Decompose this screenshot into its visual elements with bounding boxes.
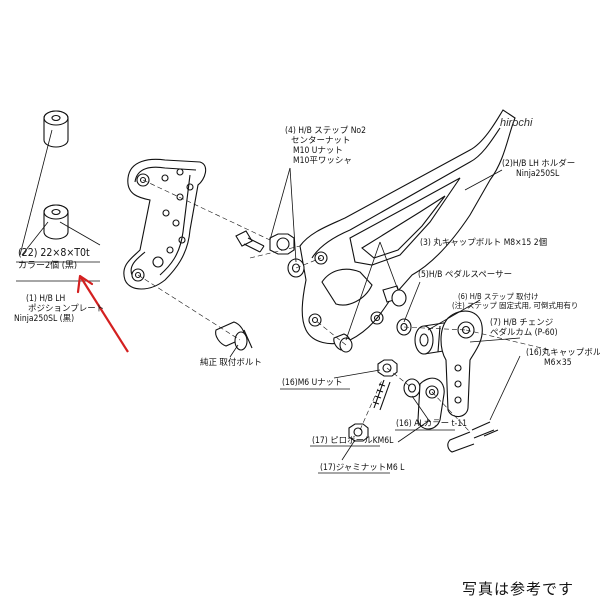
pedal-cam: [440, 310, 483, 418]
pillow-ball: [417, 377, 445, 430]
reference-photo-note: 写真は参考です: [462, 580, 575, 598]
jam-nut: [348, 423, 369, 442]
label-cap-bolt-m6: (16)丸キャップボルト M6×35: [526, 348, 600, 368]
label-center-nut: (4) H/B ステップ No2 センターナット M10 Uナット M10平ワッ…: [285, 126, 366, 166]
label-pedal-spacer: (5)H/B ペダルスペーサー: [418, 270, 513, 280]
plate-bolt: [235, 230, 265, 253]
label-jam-nut: (17)ジャミナットM6 L: [320, 463, 405, 473]
center-nut: [269, 233, 295, 255]
position-plate: [123, 158, 207, 290]
axis-lines: [137, 179, 551, 433]
label-u-nut: (16)M6 Uナット: [282, 378, 343, 388]
holder-plate: [299, 109, 516, 345]
label-al-collar: (16) ALカラー t-11: [396, 419, 468, 429]
threaded-rod: [372, 379, 391, 411]
stock-bolt: [215, 321, 253, 351]
collar-lower: [43, 204, 69, 240]
collar-upper: [43, 110, 69, 148]
u-nut-m6: [377, 359, 398, 377]
underlines: [16, 261, 455, 474]
label-stock-bolt: 純正 取付ボルト: [200, 358, 262, 368]
leader-lines: [19, 129, 521, 461]
label-pedal-cam: (7) H/B チェンジ ペダルカム (P-60): [490, 318, 558, 338]
label-cap-bolt-m8: (3) 丸キャップボルト M8×15 2個: [420, 238, 548, 248]
label-position-plate: (1) H/B LH ポジションプレート Ninja250SL (黒): [14, 294, 105, 324]
label-holder: (2)H/B LH ホルダー Ninja250SL: [502, 159, 576, 179]
label-collar: (22) 22×8×T0t カラー2個 (黒): [18, 247, 90, 271]
cap-bolt-3b: [382, 285, 407, 307]
watermark: hirochi: [500, 117, 533, 129]
label-step-mount: (6) H/B ステップ 取付け (注) ステップ 固定式用, 可倒式用有り: [452, 292, 579, 310]
label-pillow-ball: (17) ピロボールKM6L: [312, 436, 394, 446]
red-arrow: [76, 274, 129, 353]
cap-bolt-m6: [447, 421, 499, 453]
